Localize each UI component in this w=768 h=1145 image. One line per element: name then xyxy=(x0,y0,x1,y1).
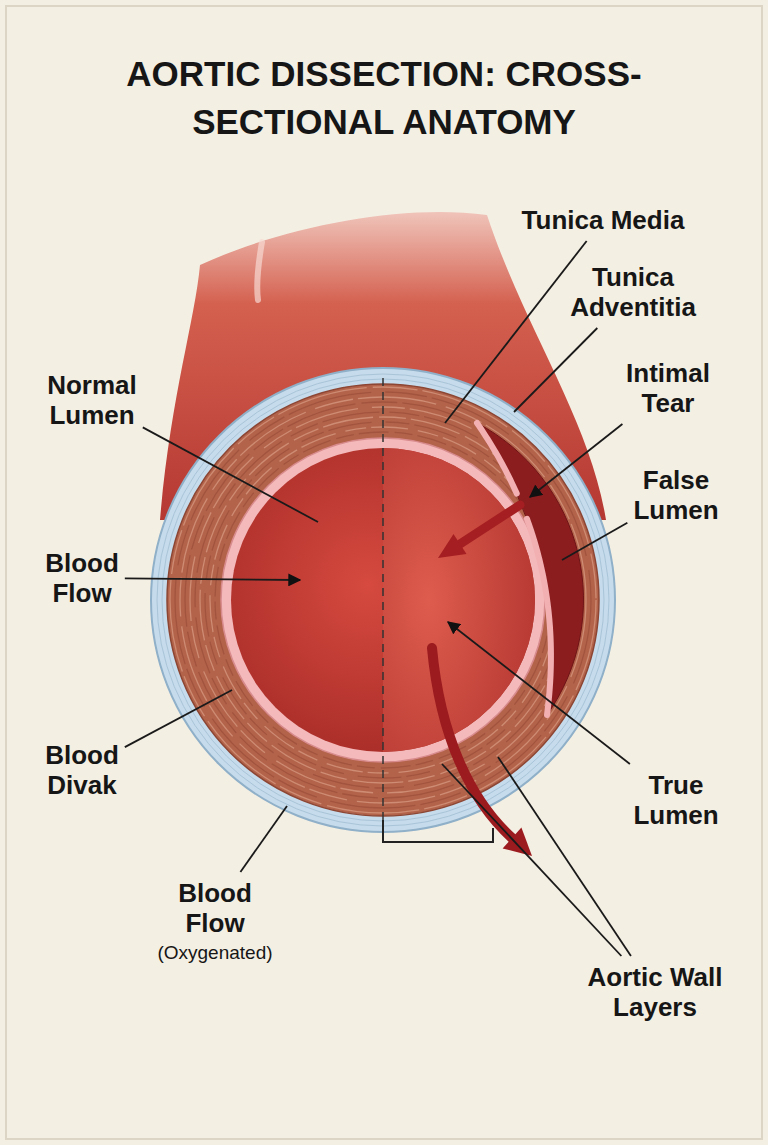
leader-line xyxy=(530,424,622,497)
part-label: Intimal Tear xyxy=(608,358,728,418)
flow-arrow xyxy=(432,648,512,838)
part-label: False Lumen xyxy=(611,465,741,525)
leader-line xyxy=(562,523,627,560)
adventitia-line xyxy=(162,379,604,821)
leader-line xyxy=(240,806,287,872)
part-label: Blood Flow xyxy=(22,548,142,608)
part-label: Tunica Media xyxy=(493,205,713,235)
tunica-intima xyxy=(221,438,545,762)
leader-line xyxy=(498,757,631,956)
part-label: Tunica Adventitia xyxy=(553,262,713,322)
title: AORTIC DISSECTION: CROSS-SECTIONAL ANATO… xyxy=(64,50,704,146)
tear-flow-arrow xyxy=(460,505,520,544)
true-lumen xyxy=(383,448,535,752)
intimal-flap xyxy=(477,423,517,494)
part-label: Normal Lumen xyxy=(22,370,162,430)
leader-line xyxy=(445,241,587,423)
leader-line xyxy=(514,328,597,412)
leader-line xyxy=(143,427,318,522)
tunica-adventitia xyxy=(151,368,615,832)
part-label: True Lumen xyxy=(611,770,741,830)
leader-line xyxy=(125,690,232,747)
section-divider xyxy=(382,378,384,830)
leader-line xyxy=(125,578,300,580)
part-label: Blood Divak xyxy=(22,740,142,800)
part-label: Blood Flow xyxy=(155,878,275,938)
tube-highlight xyxy=(257,242,262,300)
part-label: Aortic Wall Layers xyxy=(560,962,750,1022)
flow-arrow-head xyxy=(503,828,532,856)
page-border xyxy=(6,6,762,1139)
muscle-fiber xyxy=(205,422,561,778)
leader-line xyxy=(448,622,630,764)
bracket xyxy=(383,820,493,842)
tear-flow-arrow-head xyxy=(438,534,467,558)
part-label: (Oxygenated) xyxy=(125,942,305,964)
leader-line xyxy=(442,764,621,956)
